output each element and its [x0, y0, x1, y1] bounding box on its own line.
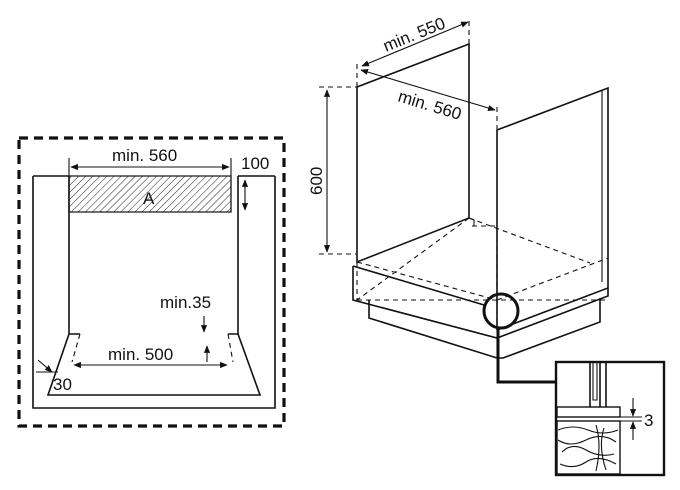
- front-height-label: 100: [241, 154, 269, 173]
- hidden-edges: [356, 217, 609, 301]
- cabinet-left-panel: [356, 42, 470, 264]
- detail-gap-label: 3: [644, 411, 653, 430]
- depth-550-dimension-line: [361, 21, 469, 67]
- front-view: A min. 560 100 min.35 min. 500 30: [17, 136, 286, 428]
- cabinet-right-panel: [496, 86, 609, 331]
- height-600-label: 600: [307, 167, 326, 195]
- front-view-dashed-frame: [17, 136, 286, 428]
- area-a-hatched: [68, 175, 232, 213]
- depth-550-label: min. 550: [380, 14, 448, 56]
- gap-label: min.35: [160, 293, 211, 312]
- detail-callout-circle: [482, 292, 520, 330]
- callout-leader: [496, 328, 556, 384]
- width-560-label: min. 560: [396, 87, 464, 124]
- cabinet-3d-view: 600 min. 550 min. 560: [307, 14, 609, 384]
- detail-view: 3: [554, 360, 666, 477]
- width-560-dimension-line: [360, 69, 496, 111]
- side-label: 30: [53, 375, 72, 394]
- front-width-label: min. 560: [112, 146, 177, 165]
- area-a-label: A: [143, 189, 155, 208]
- cabinet-outline: [32, 176, 276, 409]
- inner-left-wall: [46, 176, 262, 396]
- bottom-width-label: min. 500: [108, 345, 173, 364]
